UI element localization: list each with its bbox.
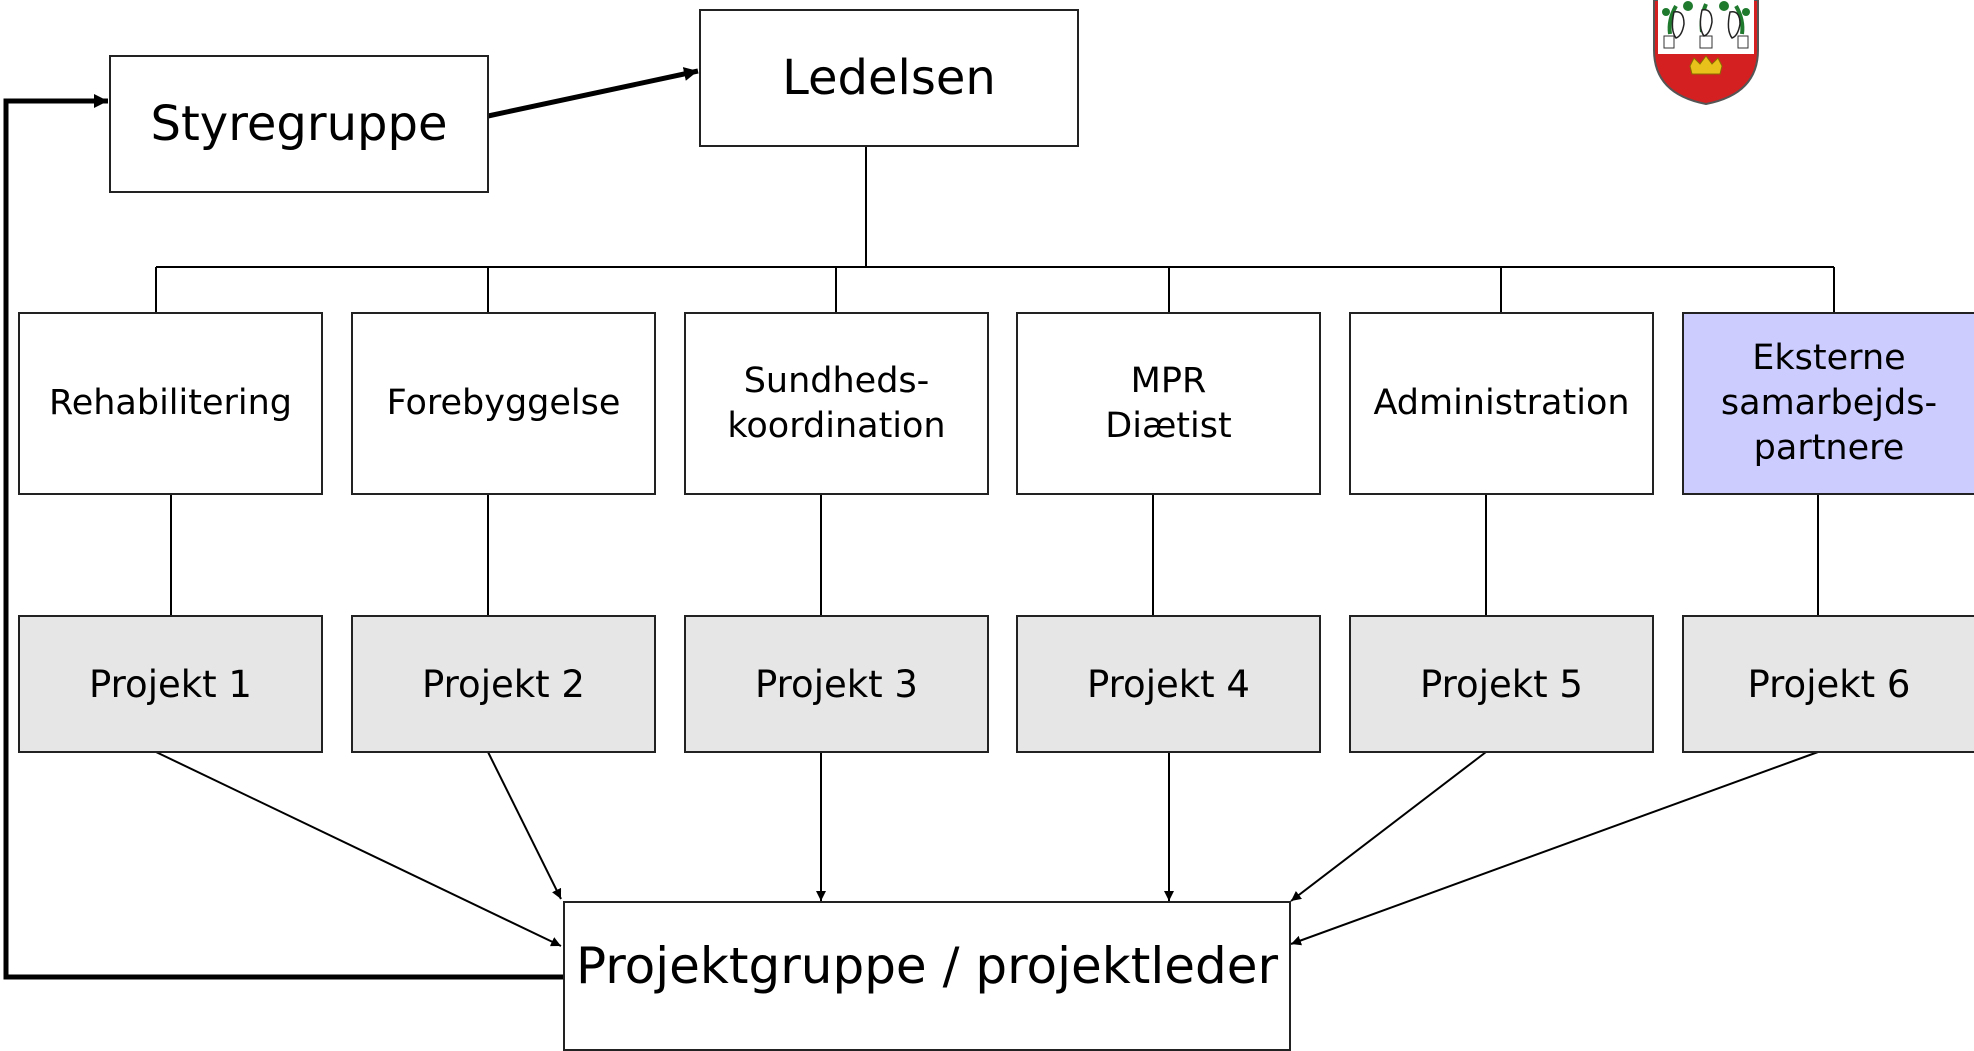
ledelsen-box: Ledelsen <box>699 9 1079 147</box>
department-label: Forebyggelse <box>386 383 621 424</box>
arrow-projekt-6 <box>1290 751 1819 946</box>
projektgruppe-box: Projektgruppe / projektleder <box>563 901 1291 1051</box>
project-label: Projekt 6 <box>1747 662 1911 706</box>
project-6: Projekt 6 <box>1682 615 1974 753</box>
project-label: Projekt 3 <box>755 662 918 706</box>
project-label: Projekt 5 <box>1420 662 1583 706</box>
project-label: Projekt 1 <box>89 662 252 706</box>
department-label: Rehabilitering <box>48 383 293 424</box>
arrow-projekt-2 <box>487 751 562 900</box>
projektgruppe-label: Projektgruppe / projektleder <box>575 937 1279 995</box>
project-5: Projekt 5 <box>1349 615 1654 753</box>
project-4: Projekt 4 <box>1016 615 1321 753</box>
department-mpr-diaetist: MPR Diætist <box>1016 312 1321 495</box>
department-label: Sundheds- koordination <box>727 360 946 446</box>
department-administration: Administration <box>1349 312 1654 495</box>
municipal-coat-of-arms-icon <box>1653 0 1759 106</box>
styregruppe-box: Styregruppe <box>109 55 489 193</box>
project-label: Projekt 2 <box>422 662 585 706</box>
project-label: Projekt 4 <box>1087 662 1250 706</box>
arrow-projekt-5 <box>1290 751 1487 902</box>
arrow-styregruppe-ledelsen <box>487 67 699 119</box>
feedback-loop-arrow <box>3 94 563 980</box>
project-3: Projekt 3 <box>684 615 989 753</box>
project-2: Projekt 2 <box>351 615 656 753</box>
ledelsen-label: Ledelsen <box>782 50 996 106</box>
styregruppe-label: Styregruppe <box>150 96 448 152</box>
department-label: MPR Diætist <box>1105 360 1232 446</box>
department-rehabilitering: Rehabilitering <box>18 312 323 495</box>
department-label: Eksterne samarbejds- partnere <box>1720 338 1938 468</box>
department-forebyggelse: Forebyggelse <box>351 312 656 495</box>
department-sundhedskoordination: Sundheds- koordination <box>684 312 989 495</box>
department-eksterne-samarbejdspartnere: Eksterne samarbejds- partnere <box>1682 312 1974 495</box>
arrow-projekt-1 <box>155 751 562 947</box>
project-1: Projekt 1 <box>18 615 323 753</box>
department-label: Administration <box>1373 383 1630 424</box>
